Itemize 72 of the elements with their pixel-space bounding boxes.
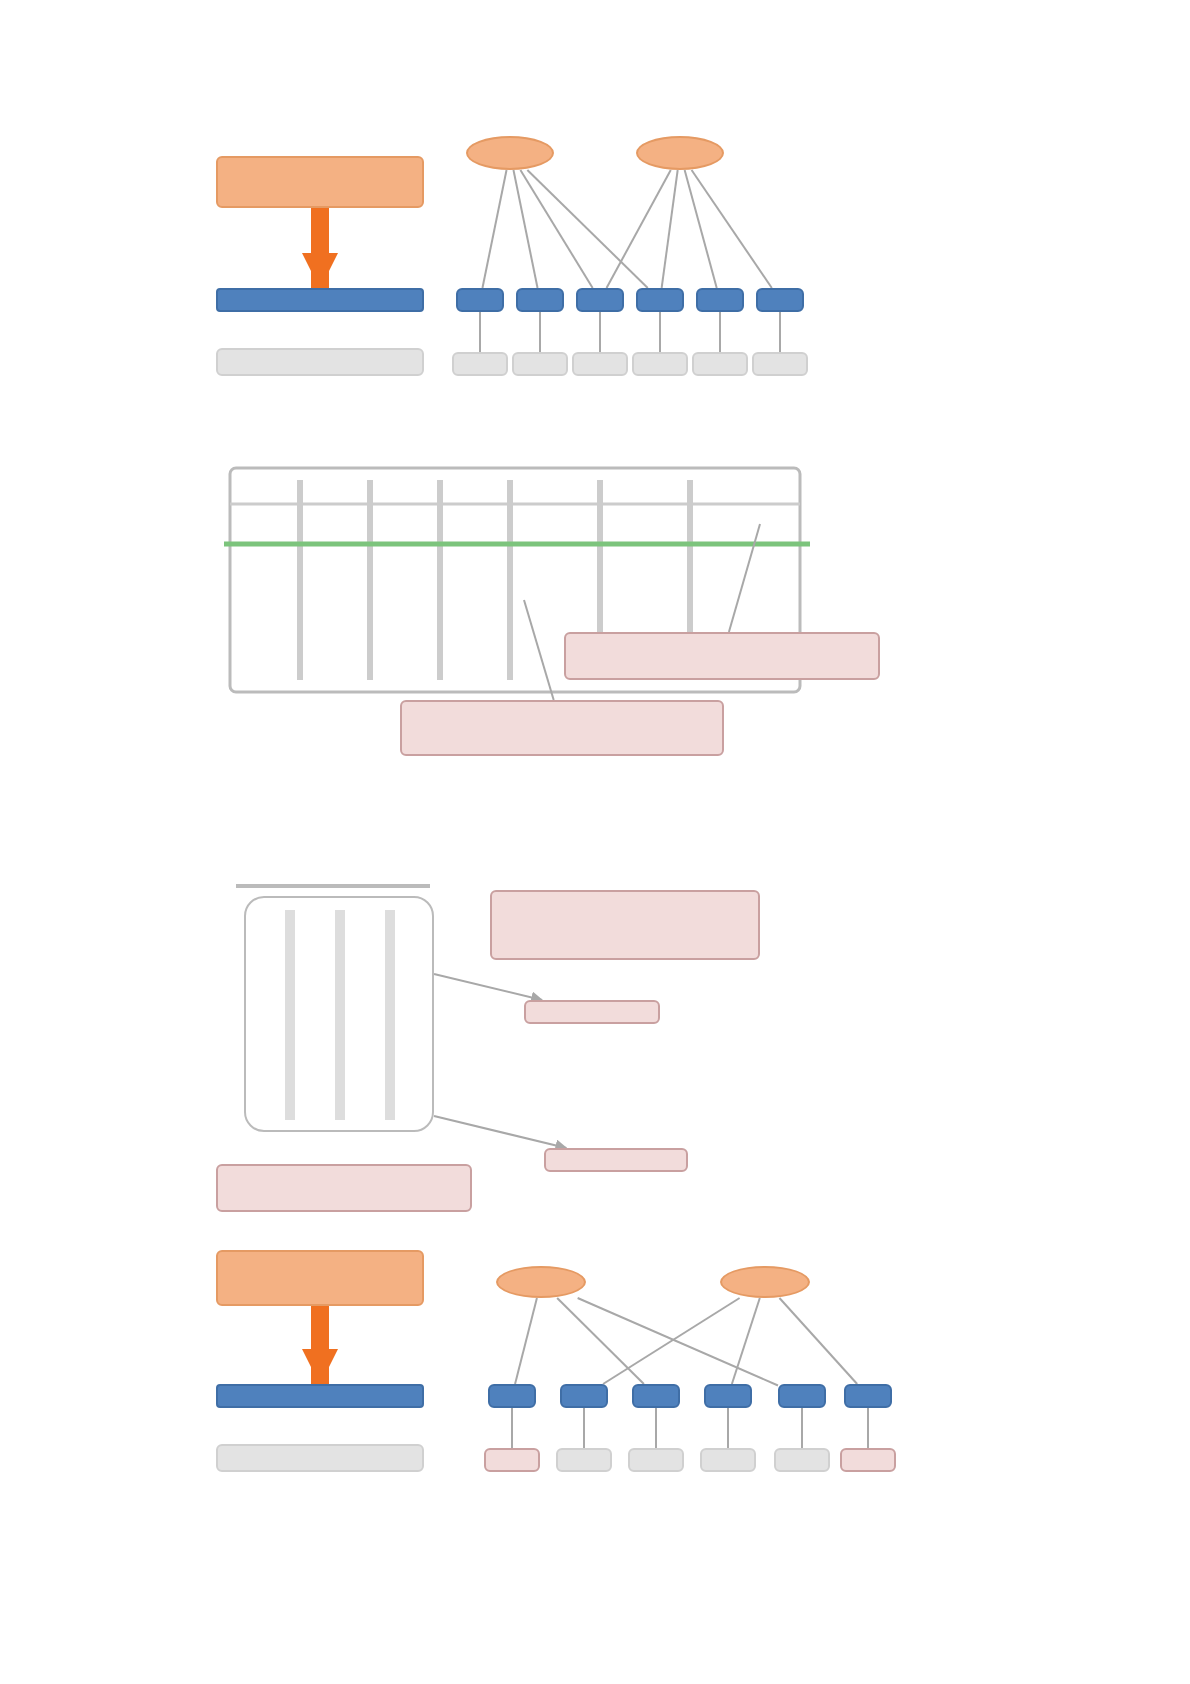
connector-line xyxy=(605,169,672,289)
process-box xyxy=(216,156,424,208)
process-box xyxy=(216,1250,424,1306)
connector-line xyxy=(519,169,594,289)
process-bar xyxy=(636,288,684,312)
ellipse-node xyxy=(720,1266,810,1298)
label-box xyxy=(452,352,508,376)
process-bar xyxy=(216,1384,424,1408)
thick-arrow xyxy=(302,208,338,289)
ellipse-node xyxy=(636,136,724,170)
connector-line xyxy=(655,1407,657,1449)
label-box xyxy=(692,352,748,376)
process-bar xyxy=(778,1384,826,1408)
label-box xyxy=(216,1444,424,1472)
process-bar xyxy=(516,288,564,312)
label-box xyxy=(700,1448,756,1472)
callout-box xyxy=(840,1448,896,1472)
connector-line xyxy=(526,169,649,289)
label-box xyxy=(512,352,568,376)
label-box xyxy=(572,352,628,376)
connector-line xyxy=(801,1407,803,1449)
callout-box xyxy=(490,890,760,960)
connector-line xyxy=(779,311,781,353)
label-box xyxy=(752,352,808,376)
process-bar xyxy=(560,1384,608,1408)
process-bar xyxy=(632,1384,680,1408)
process-bar xyxy=(704,1384,752,1408)
label-box xyxy=(628,1448,684,1472)
callout-box xyxy=(400,700,724,756)
connector-line xyxy=(433,973,544,1004)
label-box xyxy=(774,1448,830,1472)
label-box xyxy=(216,348,424,376)
connector-line xyxy=(778,1297,859,1385)
connector-line xyxy=(690,169,773,289)
process-bar xyxy=(844,1384,892,1408)
callout-box xyxy=(216,1164,472,1212)
connector-line xyxy=(683,169,718,289)
connector-line xyxy=(867,1407,869,1449)
connector-line xyxy=(576,1297,779,1387)
ellipse-node xyxy=(466,136,554,170)
thick-arrow xyxy=(302,1306,338,1385)
process-bar xyxy=(756,288,804,312)
callout-box xyxy=(524,1000,660,1024)
connector-line xyxy=(727,1407,729,1449)
leader-line xyxy=(727,523,761,633)
connector-line xyxy=(583,1407,585,1449)
callout-box xyxy=(484,1448,540,1472)
connector-line xyxy=(479,311,481,353)
process-bar xyxy=(456,288,504,312)
ellipse-node xyxy=(496,1266,586,1298)
process-bar xyxy=(216,288,424,312)
process-bar xyxy=(576,288,624,312)
connector-line xyxy=(659,311,661,353)
connector-line xyxy=(602,1297,741,1385)
callout-box xyxy=(564,632,880,680)
connector-line xyxy=(433,1115,568,1152)
connector-line xyxy=(719,311,721,353)
connector-line xyxy=(556,1297,645,1385)
label-box xyxy=(556,1448,612,1472)
connector-line xyxy=(511,1407,513,1449)
connector-line xyxy=(660,169,679,289)
callout-box xyxy=(544,1148,688,1172)
connector-line xyxy=(512,169,539,289)
process-bar xyxy=(488,1384,536,1408)
connector-line xyxy=(481,169,508,289)
process-bar xyxy=(696,288,744,312)
label-box xyxy=(632,352,688,376)
connector-line xyxy=(599,311,601,353)
connector-line xyxy=(514,1297,538,1385)
table-drawing xyxy=(244,896,434,1132)
connector-line xyxy=(539,311,541,353)
connector-line xyxy=(730,1297,761,1385)
